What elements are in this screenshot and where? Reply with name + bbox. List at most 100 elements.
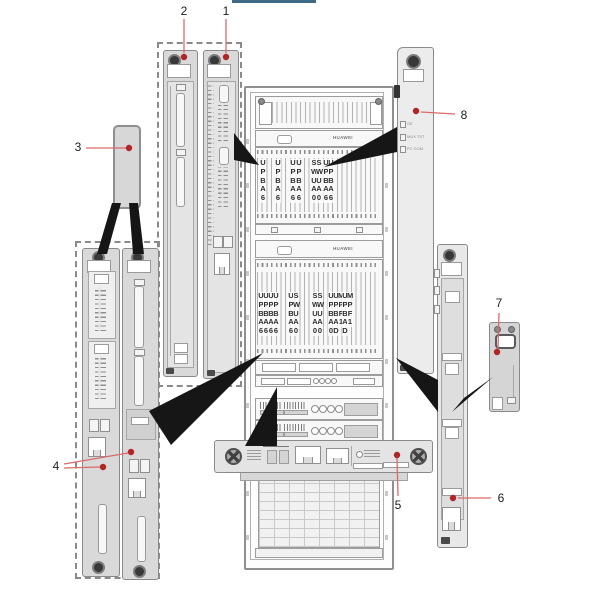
connector-ticks <box>208 85 214 245</box>
rack-rail-left <box>246 100 249 540</box>
terminal-bar <box>260 432 284 437</box>
slot-board-label: U P B A 6 <box>258 291 264 336</box>
cable-hole <box>335 427 343 435</box>
tray-slot <box>353 378 375 385</box>
connector-ticks <box>218 105 228 141</box>
end-cap <box>259 102 272 125</box>
board-7 <box>489 322 520 412</box>
slot-board-label: S W U A 0 <box>317 291 325 336</box>
terminal-bar <box>260 410 284 415</box>
port-slot <box>383 462 409 468</box>
board-foot <box>166 368 174 374</box>
callout-8-label: 8 <box>460 108 468 122</box>
cable-tray <box>255 360 383 375</box>
card-slot <box>495 334 516 349</box>
brand-logo: HUAWEI <box>333 246 353 251</box>
terminal-block-row <box>255 398 383 420</box>
port-label: GE <box>407 121 413 126</box>
connector <box>174 354 188 364</box>
board-4b <box>122 248 159 580</box>
latch <box>176 84 186 91</box>
tray-slot <box>261 378 285 385</box>
screw-icon <box>494 326 501 333</box>
screw-icon <box>133 565 146 578</box>
edge-nub <box>434 286 440 295</box>
panel-divider <box>351 446 352 466</box>
slot-handle <box>137 516 146 562</box>
panel-divider <box>442 353 462 361</box>
terminal-cover <box>344 403 378 416</box>
port-label: PC COM <box>407 146 423 151</box>
panel-cutout <box>445 427 459 439</box>
top-link-underline <box>232 0 316 3</box>
edge-nub <box>434 305 440 314</box>
cable-hole <box>311 405 319 413</box>
cable-hole <box>319 405 327 413</box>
slot-handle <box>94 344 109 354</box>
cable-hole <box>327 405 335 413</box>
callout-3-label: 3 <box>74 140 82 154</box>
latch-row <box>257 349 379 353</box>
dip-connector <box>89 419 99 432</box>
slot-handle <box>176 93 185 147</box>
cable-hole <box>327 427 335 435</box>
terminal-block-row <box>255 420 383 442</box>
screw-icon <box>508 326 515 333</box>
board-8: GE MUX TST PC COM <box>394 47 434 374</box>
rack-inner-frame <box>250 92 384 560</box>
slot-handle <box>134 356 144 406</box>
callout-5-label: 5 <box>394 498 402 512</box>
mount-hole <box>314 227 321 233</box>
slot-board-label: U P B A 6 <box>290 158 296 203</box>
rack-rail-right <box>385 100 388 540</box>
dip-connector <box>100 419 110 432</box>
board-6 <box>434 244 468 548</box>
connector-ticks <box>95 287 106 331</box>
slot-handle <box>176 157 185 207</box>
slot-board-label: U P B A 6 <box>268 291 274 336</box>
plug-connector <box>267 450 277 464</box>
badge <box>277 135 292 144</box>
board-1 <box>203 50 239 379</box>
terminal-teeth <box>260 424 282 431</box>
panel-divider <box>442 488 462 496</box>
slot-handle <box>94 274 109 284</box>
callout-1-label: 1 <box>222 4 230 18</box>
led-indicator <box>400 134 406 141</box>
slot-handle <box>219 147 229 165</box>
slot-handle <box>219 85 229 103</box>
slot-handle <box>98 504 107 554</box>
silkscreen-line <box>513 365 514 403</box>
slot-handle <box>134 286 144 348</box>
latch <box>134 279 145 286</box>
label-plate <box>127 260 151 273</box>
terminal-bar <box>284 432 308 437</box>
mount-hole <box>356 227 363 233</box>
slot-board-label: U P B A 6 <box>275 158 281 203</box>
cable-hole <box>331 378 337 384</box>
board-foot <box>207 370 215 376</box>
screw-icon <box>375 98 382 105</box>
faceplate <box>441 278 464 520</box>
slot-board-label: U P B A D <box>342 291 348 336</box>
brand-logo: HUAWEI <box>333 135 353 140</box>
terminal-teeth <box>284 402 306 409</box>
plug-connector <box>279 450 289 464</box>
rack-base-strip <box>255 548 383 558</box>
board-foot <box>400 365 409 371</box>
cover-slot <box>131 417 149 425</box>
screw-icon <box>443 249 456 262</box>
callout-4-label: 4 <box>52 459 60 473</box>
terminal-cover <box>344 425 378 438</box>
dip-connector <box>140 459 150 473</box>
slot-board-label: U P B A D <box>333 291 339 336</box>
port-slot <box>353 463 383 469</box>
slot-board-label: U P B A 6 <box>260 158 266 203</box>
cable-hole <box>319 378 325 384</box>
label-plate <box>403 69 424 82</box>
callout-7-label: 7 <box>495 296 503 310</box>
screw-icon <box>225 448 242 465</box>
board-5 <box>214 440 433 473</box>
board-2 <box>163 50 198 377</box>
cable-hole <box>313 378 319 384</box>
